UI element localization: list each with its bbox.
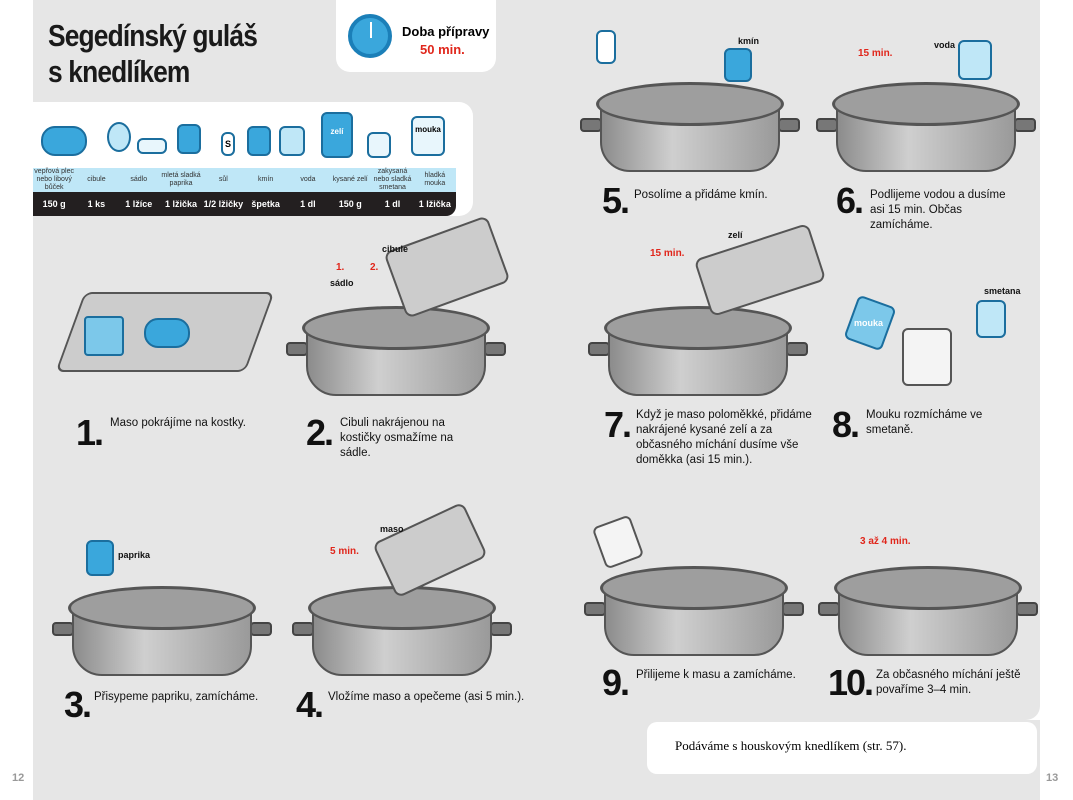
step-label: paprika	[118, 550, 151, 560]
cream-carton-illustration	[976, 300, 1006, 338]
step-label: mouka	[854, 318, 884, 328]
page-number-right: 13	[1046, 772, 1059, 784]
ingredient-name: kmín	[258, 176, 274, 183]
prep-time-box: Doba přípravy 50 min.	[336, 0, 496, 72]
flour-bag-icon: mouka	[411, 116, 445, 156]
ingredient-name: mletá sladká paprika	[161, 172, 201, 187]
step-text: Posolíme a přidáme kmín.	[634, 189, 768, 201]
step-text: Podlijeme vodou a dusíme asi 15 min. Obč…	[870, 189, 1006, 231]
caraway-icon	[247, 126, 271, 156]
step-number: 9.	[602, 662, 630, 703]
water-jug-icon	[279, 126, 305, 156]
step-text: Přisypeme papriku, zamícháme.	[94, 691, 259, 703]
step-label: sádlo	[330, 278, 354, 288]
step-label: 2.	[370, 262, 379, 273]
salt-icon: S	[221, 132, 235, 156]
pot-illustration	[52, 586, 272, 676]
cup-illustration	[902, 328, 952, 386]
ingredient-amounts: 150 g 1 ks 1 lžíce 1 lžička 1/2 lžičky š…	[33, 192, 456, 216]
step-label: cibule	[382, 244, 409, 254]
step-label: maso	[380, 524, 404, 534]
step-number: 4.	[296, 684, 324, 725]
step-text: Přilijeme k masu a zamícháme.	[636, 669, 796, 681]
step-text: Maso pokrájíme na kostky.	[110, 417, 246, 429]
step-label: kmín	[738, 36, 760, 46]
ingredient-amount: 1/2 lžičky	[203, 199, 244, 209]
meat-illustration	[144, 318, 190, 348]
pot-illustration	[588, 306, 808, 396]
ingredient-name: sůl	[218, 176, 228, 183]
ingredient-name: hladká mouka	[424, 172, 446, 187]
ingredient-name: cibule	[87, 176, 106, 183]
paprika-icon	[177, 124, 201, 154]
page-number-left: 12	[12, 772, 25, 784]
step-label: 3 až 4 min.	[860, 536, 911, 547]
ingredients-table: S zelí mouka vepřová plec nebo libový bů…	[33, 102, 473, 216]
step-text: Vložíme maso a opečeme (asi 5 min.).	[328, 691, 525, 703]
ingredient-amount: 1 lžička	[165, 199, 198, 209]
ingredient-name: sádlo	[130, 176, 148, 183]
pot-illustration	[292, 586, 512, 676]
ingredient-amount: 150 g	[42, 199, 66, 209]
step-number: 1.	[76, 412, 104, 453]
serving-text: Podáváme s houskovým knedlíkem (str. 57)…	[675, 738, 907, 753]
ingredient-name: kysané zelí	[332, 176, 368, 183]
ingredient-amount: 1 lžíce	[125, 199, 153, 209]
pot-illustration	[818, 566, 1038, 656]
clock-icon	[348, 14, 392, 58]
pot-illustration	[816, 82, 1036, 172]
meat-icon	[41, 126, 87, 156]
step-label: smetana	[984, 286, 1021, 296]
ingredient-name: zakysaná nebo sladká smetana	[373, 168, 412, 191]
ingredient-name: vepřová plec nebo libový bůček	[34, 168, 74, 191]
step-label: 5 min.	[330, 546, 359, 557]
pot-illustration	[584, 566, 804, 656]
step-text: Když je maso poloměkké, přidáme nakrájen…	[636, 409, 812, 466]
step-number: 8.	[832, 404, 860, 445]
step-number: 6.	[836, 180, 864, 221]
lard-icon	[137, 138, 167, 154]
ingredient-name: voda	[300, 176, 316, 183]
step-number: 2.	[306, 412, 334, 453]
step-number: 5.	[602, 180, 630, 221]
step-label: 15 min.	[858, 48, 893, 59]
step-label: 1.	[336, 262, 345, 273]
prep-time: 50 min.	[420, 42, 465, 57]
meat-cubes-illustration	[84, 316, 124, 356]
ingredient-amount: 1 ks	[87, 199, 106, 209]
step-number: 10.	[828, 662, 874, 703]
step-label: voda	[934, 40, 956, 50]
ingredient-names: vepřová plec nebo libový bůček cibule sá…	[33, 168, 456, 192]
paprika-packet-illustration	[86, 540, 114, 576]
ingredient-amount: 1 dl	[384, 199, 401, 209]
ingredient-amount: 1 lžička	[418, 199, 451, 209]
prep-label: Doba přípravy	[402, 24, 490, 39]
serving-note: Podáváme s houskovým knedlíkem (str. 57)…	[647, 722, 1037, 774]
step-label: zelí	[728, 230, 743, 240]
ingredient-amount: 150 g	[338, 199, 362, 209]
step-text: Cibuli nakrájenou na kostičky osmažíme n…	[340, 417, 454, 459]
caraway-packet-illustration	[724, 48, 752, 82]
step-label: 15 min.	[650, 248, 685, 259]
pot-illustration	[580, 82, 800, 172]
ingredient-amount: špetka	[251, 199, 280, 209]
step-number: 3.	[64, 684, 92, 725]
step-text: Za občasného míchání ještě povaříme 3–4 …	[876, 669, 1021, 696]
onion-icon	[107, 122, 131, 152]
water-jug-illustration	[958, 40, 992, 80]
step-text: Mouku rozmícháme ve smetaně.	[866, 409, 983, 436]
cream-carton-icon	[367, 132, 391, 158]
pot-illustration	[286, 306, 506, 396]
sauerkraut-jar-icon: zelí	[321, 112, 353, 158]
step-number: 7.	[604, 404, 632, 445]
salt-shaker-illustration	[596, 30, 616, 64]
ingredient-amount: 1 dl	[300, 199, 316, 209]
